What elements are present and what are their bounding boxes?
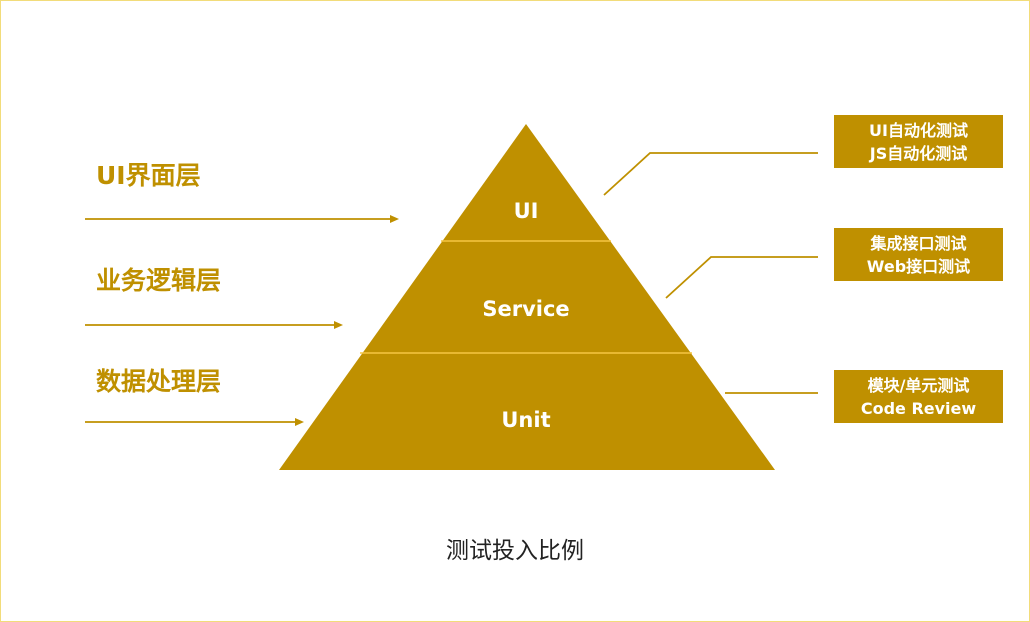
connector-ui	[603, 152, 818, 196]
tag-unit-line-2: Code Review	[860, 398, 977, 418]
diagram-caption: 测试投入比例	[446, 538, 584, 564]
layer-label-data: 数据处理层	[96, 367, 222, 396]
arrow-ui-layer	[85, 215, 399, 223]
tag-ui-line-2: JS自动化测试	[869, 143, 968, 163]
tag-unit-line-1: 模块/单元测试	[867, 375, 970, 395]
arrow-data-layer	[85, 418, 304, 426]
tier-label-ui: UI	[513, 199, 539, 223]
pyramid-shape	[279, 124, 775, 470]
layer-label-service: 业务逻辑层	[96, 266, 222, 295]
arrow-service-layer	[85, 321, 343, 329]
tag-service-line-2: Web接口测试	[866, 256, 971, 276]
connector-service	[665, 256, 818, 299]
tag-box-service: 集成接口测试 Web接口测试	[834, 228, 1003, 281]
tag-service-line-1: 集成接口测试	[870, 233, 967, 253]
tier-label-service: Service	[482, 297, 570, 321]
tag-box-unit: 模块/单元测试 Code Review	[834, 370, 1003, 423]
tag-box-ui: UI自动化测试 JS自动化测试	[834, 115, 1003, 168]
tag-ui-line-1: UI自动化测试	[869, 120, 968, 140]
tier-label-unit: Unit	[501, 408, 551, 432]
layer-label-ui: UI界面层	[96, 161, 201, 190]
